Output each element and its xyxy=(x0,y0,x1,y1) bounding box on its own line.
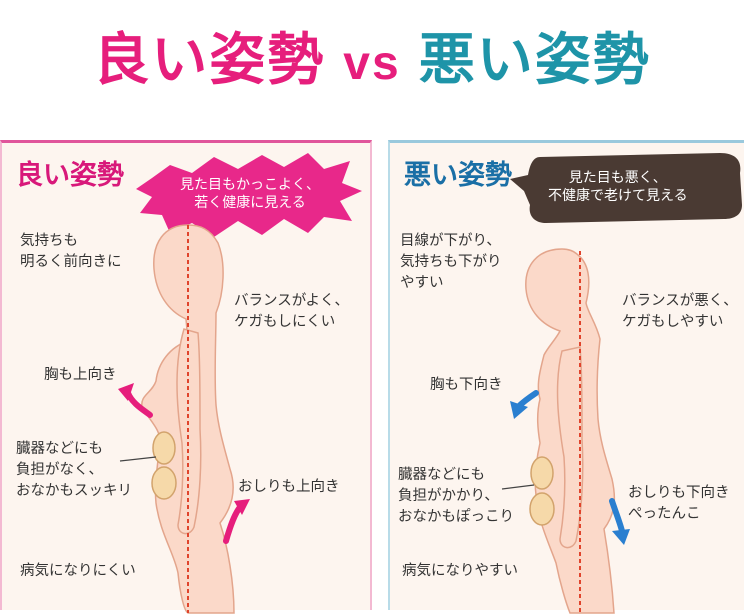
bad-posture-figure xyxy=(501,153,742,614)
bad-hip-line1: おしりも下向き xyxy=(628,485,730,501)
bad-balance-label: バランスが悪く、 ケガもしやすい xyxy=(622,291,738,333)
good-organs-line2: 負担がなく、 xyxy=(16,462,103,478)
bad-posture-panel: 悪い姿勢 見た目も悪く、 不健康で老けて見える 目線が下がり、 気持ちも下がり … xyxy=(388,140,744,614)
bad-organs-line2: 負担がかかり、 xyxy=(398,488,499,504)
bad-organ-pointer xyxy=(501,484,535,490)
bad-panel-heading: 悪い姿勢 xyxy=(404,160,512,191)
bad-callout-line1: 見た目も悪く、 xyxy=(568,170,667,186)
good-mood-line2: 明るく前向きに xyxy=(20,254,122,270)
bad-chest-label: 胸も下向き xyxy=(430,377,503,393)
bad-organs-line1: 臓器などにも xyxy=(398,467,485,483)
bad-callout-line2: 不健康で老けて見える xyxy=(548,188,688,204)
page-title: 良い姿勢 vs 悪い姿勢 xyxy=(0,26,744,99)
good-mood-line1: 気持ちも xyxy=(20,233,78,249)
good-balance-label: バランスがよく、 ケガもしにくい xyxy=(234,291,349,333)
bad-mood-line3: やすい xyxy=(400,275,444,291)
good-organ-pointer xyxy=(119,456,157,462)
good-posture-figure xyxy=(118,153,362,614)
good-organ-lower xyxy=(151,466,177,500)
bad-mood-line1: 目線が下がり、 xyxy=(400,233,501,249)
good-organs-line3: おなかもスッキリ xyxy=(16,483,132,499)
bad-callout-text: 見た目も悪く、 不健康で老けて見える xyxy=(548,169,688,205)
good-callout-burst xyxy=(136,153,362,237)
bad-chest-arrow-head xyxy=(510,401,528,419)
bad-illness-label: 病気になりやすい xyxy=(402,563,518,579)
good-hip-arrow-head xyxy=(234,499,250,515)
title-vs: vs xyxy=(343,37,401,90)
bad-mood-label: 目線が下がり、 気持ちも下がり やすい xyxy=(400,231,502,294)
good-organ-upper xyxy=(152,431,176,465)
bad-organs-line3: おなかもぽっこり xyxy=(398,509,514,525)
good-chest-arrow-head xyxy=(118,383,134,401)
bad-callout-bubble xyxy=(510,153,742,223)
bad-balance-line1: バランスが悪く、 xyxy=(622,293,738,309)
bad-mood-line2: 気持ちも下がり xyxy=(400,254,502,270)
bad-hip-arrow-head xyxy=(612,529,630,545)
good-chest-label: 胸も上向き xyxy=(44,367,117,383)
good-posture-panel: 良い姿勢 見た目もかっこよく、 若く健康に見える 気持ちも 明るく前向きに バラ… xyxy=(0,140,372,614)
good-callout-line2: 若く健康に見える xyxy=(194,195,306,211)
good-panel-heading: 良い姿勢 xyxy=(16,160,124,191)
bad-organs-label: 臓器などにも 負担がかかり、 おなかもぽっこり xyxy=(398,465,514,528)
title-bad-posture: 悪い姿勢 xyxy=(418,28,651,93)
good-hip-label: おしりも上向き xyxy=(238,479,340,495)
good-mood-label: 気持ちも 明るく前向きに xyxy=(20,231,122,273)
bad-arm xyxy=(556,346,584,549)
good-organs-label: 臓器などにも 負担がなく、 おなかもスッキリ xyxy=(16,439,132,502)
good-callout-text: 見た目もかっこよく、 若く健康に見える xyxy=(180,176,320,212)
good-illness-label: 病気になりにくい xyxy=(20,563,136,579)
good-hip-arrow xyxy=(223,504,243,544)
bad-hip-label: おしりも下向き ぺったんこ xyxy=(628,483,730,525)
bad-organ-upper xyxy=(530,456,554,490)
good-callout-line1: 見た目もかっこよく、 xyxy=(180,177,320,193)
bad-hip-line2: ぺったんこ xyxy=(628,506,701,522)
good-balance-line2: ケガもしにくい xyxy=(234,314,336,330)
bad-organ-lower xyxy=(529,492,555,526)
title-good-posture: 良い姿勢 xyxy=(93,28,326,93)
good-organs-line1: 臓器などにも xyxy=(16,441,103,457)
bad-hip-arrow xyxy=(609,498,625,534)
good-balance-line1: バランスがよく、 xyxy=(234,293,349,309)
bad-balance-line2: ケガもしやすい xyxy=(622,314,724,330)
